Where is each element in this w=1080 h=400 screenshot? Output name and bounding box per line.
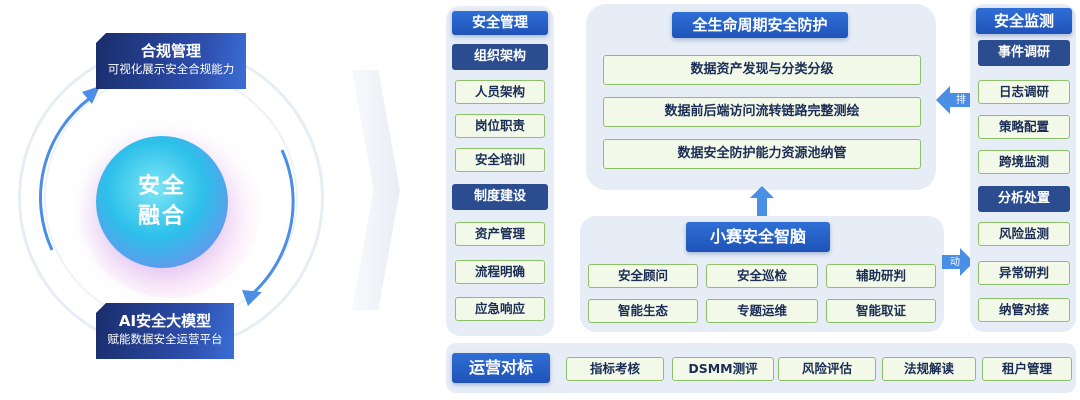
brain-item-forensics: 智能取证 xyxy=(826,299,936,323)
event-header: 事件调研 xyxy=(978,40,1070,66)
ops-item-risk-assessment: 风险评估 xyxy=(778,357,876,381)
core-text-line2: 融合 xyxy=(137,204,186,229)
monitoring-title: 安全监测 xyxy=(976,8,1072,34)
monitor-item-crossborder: 跨境监测 xyxy=(978,150,1070,174)
compliance-title: 合规管理 xyxy=(140,42,201,60)
up-arrow-icon xyxy=(750,186,774,216)
cycle-arrow-right xyxy=(249,149,295,298)
ops-item-kpi: 指标考核 xyxy=(566,357,664,381)
ai-model-subtitle: 赋能数据安全运营平台 xyxy=(107,332,223,346)
flow-chevron xyxy=(352,70,400,310)
mgmt-item-process: 流程明确 xyxy=(455,260,545,284)
cycle-arrow-left xyxy=(39,96,91,251)
lifecycle-item-discovery: 数据资产发现与分类分级 xyxy=(603,55,921,85)
ai-model-tag: AI安全大模型 赋能数据安全运营平台 xyxy=(96,303,234,359)
ops-item-regulation: 法规解读 xyxy=(882,357,976,381)
org-structure-header: 组织架构 xyxy=(452,44,548,70)
monitor-item-risk: 风险监测 xyxy=(978,222,1070,246)
policy-header: 制度建设 xyxy=(452,184,548,210)
cycle-arrows xyxy=(39,86,295,306)
core-text-line1: 安全 xyxy=(137,174,186,199)
operations-title: 运营对标 xyxy=(452,353,550,383)
analysis-header: 分析处置 xyxy=(978,186,1070,212)
mgmt-item-emergency: 应急响应 xyxy=(455,297,545,321)
security-mgmt-title: 安全管理 xyxy=(452,11,548,35)
arrow-label-orchestrate: 编排 xyxy=(956,84,966,106)
compliance-subtitle: 可视化展示安全合规能力 xyxy=(107,62,235,76)
mgmt-item-staff: 人员架构 xyxy=(455,80,545,104)
cycle-arrowhead-left xyxy=(82,86,100,104)
ops-item-dsmm: DSMM测评 xyxy=(672,357,774,381)
monitor-item-integration: 纳管对接 xyxy=(978,298,1070,322)
ai-model-title: AI安全大模型 xyxy=(118,312,212,330)
monitor-item-policy: 策略配置 xyxy=(978,115,1070,139)
mgmt-item-assets: 资产管理 xyxy=(455,222,545,246)
fusion-circle: 安全 融合 合规管理 可视化展示安全合规能力 AI安全大模型 赋能数据安全运营平… xyxy=(0,0,330,400)
brain-item-advisor: 安全顾问 xyxy=(588,264,698,288)
lifecycle-item-mapping: 数据前后端访问流转链路完整测绘 xyxy=(603,97,921,127)
brain-item-analysis: 辅助研判 xyxy=(826,264,936,288)
left-arrow-icon xyxy=(936,86,972,114)
brain-item-ops: 专题运维 xyxy=(706,299,818,323)
ops-item-tenant: 租户管理 xyxy=(982,357,1072,381)
monitor-item-logs: 日志调研 xyxy=(978,80,1070,104)
right-arrow-icon xyxy=(942,248,974,276)
mgmt-item-training: 安全培训 xyxy=(455,148,545,172)
cycle-arrowhead-right xyxy=(242,290,262,306)
mgmt-item-duties: 岗位职责 xyxy=(455,114,545,138)
brain-title: 小赛安全智脑 xyxy=(686,222,830,252)
lifecycle-item-pool: 数据安全防护能力资源池纳管 xyxy=(603,139,921,169)
monitor-item-anomaly: 异常研判 xyxy=(978,261,1070,285)
brain-item-ecosystem: 智能生态 xyxy=(588,299,698,323)
security-fusion-core: 安全 融合 xyxy=(96,136,228,268)
brain-item-inspection: 安全巡检 xyxy=(706,264,818,288)
lifecycle-title: 全生命周期安全防护 xyxy=(672,12,848,38)
compliance-tag: 合规管理 可视化展示安全合规能力 xyxy=(96,33,246,89)
arrow-label-linkage: 联动 xyxy=(950,246,960,268)
